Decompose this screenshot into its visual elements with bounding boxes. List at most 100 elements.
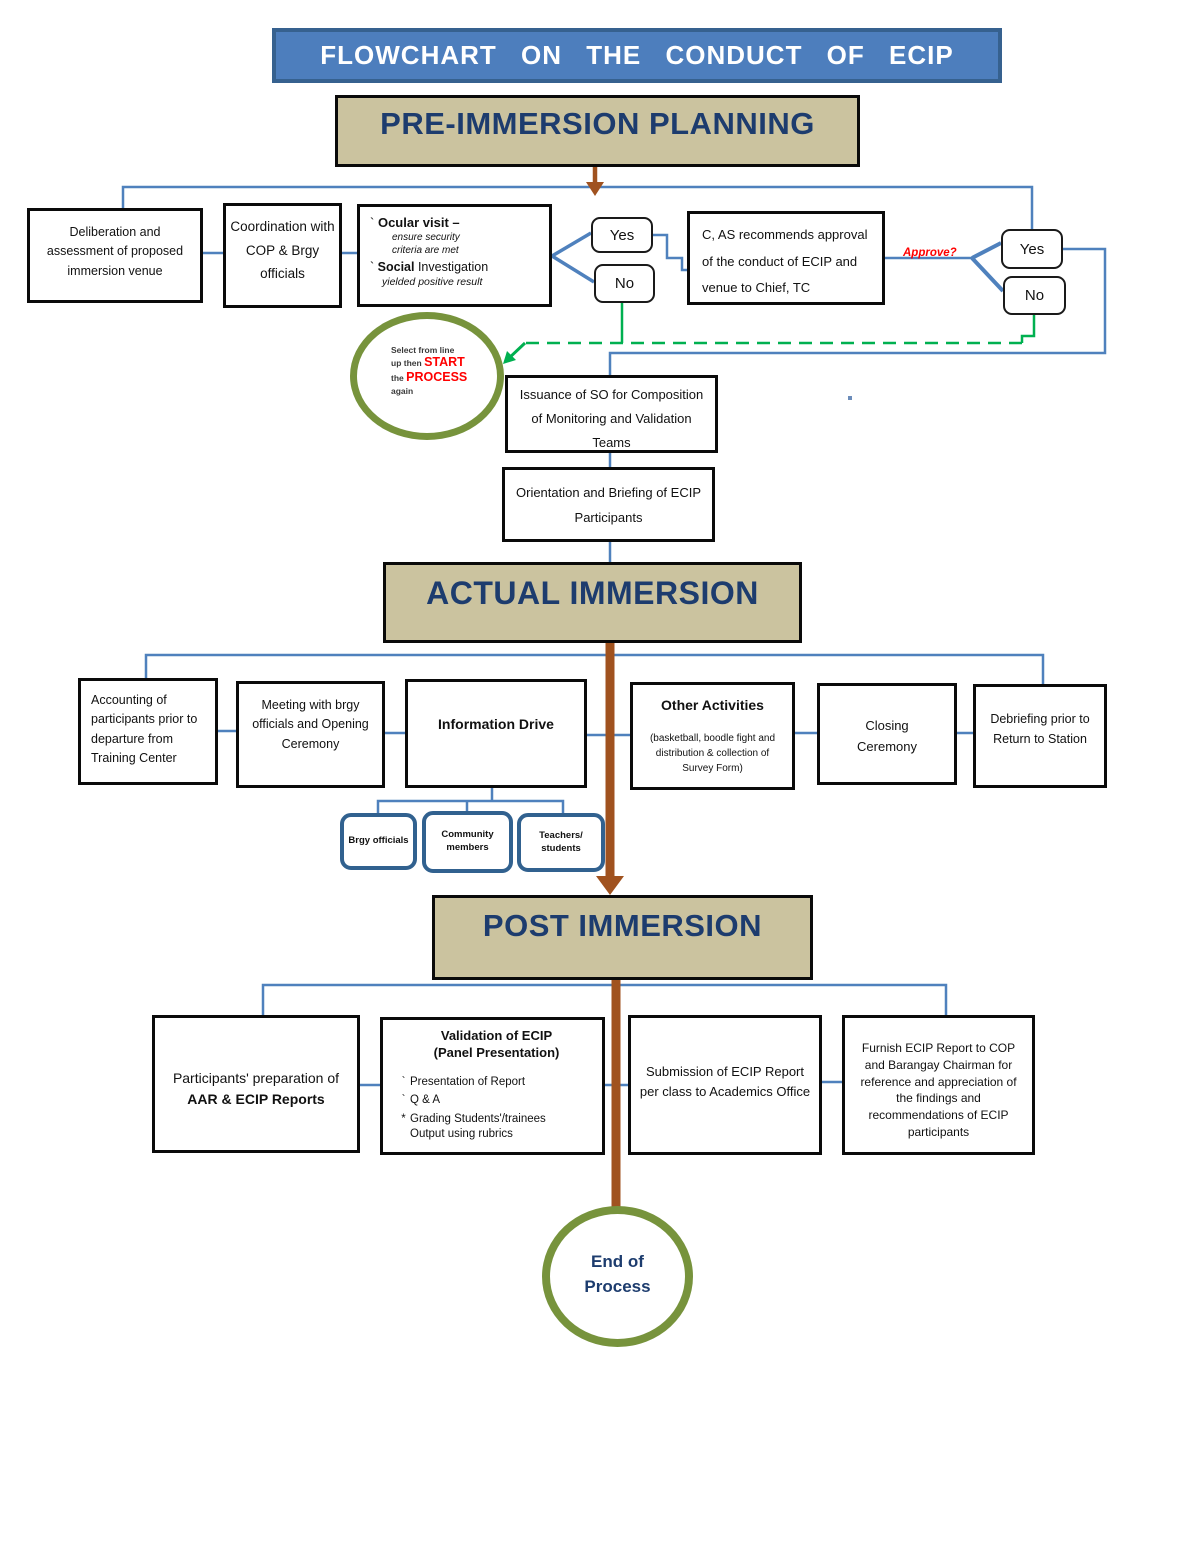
- end-line2: Process: [584, 1276, 651, 1296]
- node-furnish-report-label: Furnish ECIP Report to COP and Barangay …: [860, 1041, 1017, 1139]
- ocular-title: Ocular visit –: [377, 215, 460, 230]
- page-title-text: FLOWCHART ON THE CONDUCT OF ECIP: [320, 40, 954, 70]
- restart-line3: the PROCESS: [391, 370, 497, 386]
- node-meeting-label: Meeting with brgy officials and Opening …: [252, 698, 369, 751]
- node-information-drive-label: Information Drive: [438, 716, 554, 732]
- reject-arrowhead: [503, 351, 516, 364]
- stray-dot: [848, 396, 852, 400]
- conn-yes2-issuance: [608, 247, 1107, 375]
- end-of-process-circle: End of Process: [542, 1206, 693, 1347]
- top-bracket-line: [121, 185, 1034, 229]
- node-submission: Submission of ECIP Report per class to A…: [628, 1015, 822, 1155]
- decision2-branch-yes: [971, 241, 1002, 260]
- pre-arrowhead: [586, 182, 604, 196]
- social-title-rest: Investigation: [414, 260, 489, 275]
- conn-yes1-recommend: [653, 233, 687, 272]
- post-arrowhead: [596, 876, 624, 895]
- preparation-plain: Participants' preparation of: [172, 1070, 340, 1086]
- section-pre-immersion: PRE-IMMERSION PLANNING: [335, 95, 860, 167]
- node-coordination: Coordination with COP & Brgy officials: [223, 203, 342, 308]
- node-other-activities: Other Activities (basketball, boodle fig…: [630, 682, 795, 790]
- node-accounting-label: Accounting of participants prior to depa…: [91, 693, 198, 766]
- validation-title-line1: Validation of ECIP: [440, 1028, 553, 1043]
- restart-line2-plain: up then: [391, 358, 425, 369]
- node-debriefing: Debriefing prior to Return to Station: [973, 684, 1107, 788]
- decision1-yes: Yes: [591, 217, 653, 253]
- audience-teachers-students-label: Teachers/ students: [539, 829, 583, 854]
- ocular-line1: ` Ocular visit –: [370, 215, 545, 231]
- bullet-icon: `: [401, 1075, 406, 1088]
- decision1-no: No: [594, 264, 655, 303]
- brown-trunk: [586, 165, 624, 1210]
- green-reject-loop: [503, 303, 1036, 364]
- decision2-yes: Yes: [1001, 229, 1063, 269]
- validation-item-label: Grading Students'/trainees Output using …: [410, 1112, 546, 1141]
- node-debriefing-label: Debriefing prior to Return to Station: [990, 712, 1090, 746]
- validation-item: * Grading Students'/trainees Output usin…: [397, 1112, 596, 1143]
- validation-item: ` Q & A: [397, 1093, 596, 1109]
- social-title-bold: Social: [377, 260, 415, 275]
- node-orientation-label: Orientation and Briefing of ECIP Partici…: [516, 485, 701, 526]
- page-title: FLOWCHART ON THE CONDUCT OF ECIP: [272, 28, 1002, 83]
- bullet-icon: `: [370, 260, 375, 275]
- restart-line3-plain: the: [391, 373, 407, 384]
- decision2-yes-label: Yes: [1019, 240, 1045, 258]
- actual-row-bracket: [144, 653, 1045, 684]
- ocular-line2: ` Social Investigation: [370, 260, 545, 276]
- validation-item-label: Presentation of Report: [410, 1075, 526, 1088]
- post-row-bracket: [261, 983, 948, 1015]
- node-recommendation: C, AS recommends approval of the conduct…: [687, 211, 885, 305]
- node-furnish-report: Furnish ECIP Report to COP and Barangay …: [842, 1015, 1035, 1155]
- restart-line3-red: PROCESS: [406, 370, 468, 385]
- node-issuance: Issuance of SO for Composition of Monito…: [505, 375, 718, 453]
- node-information-drive: Information Drive: [405, 679, 587, 788]
- section-actual-immersion: ACTUAL IMMERSION: [383, 562, 802, 643]
- restart-line4: again: [391, 385, 414, 396]
- approve-question-label: Approve?: [903, 247, 957, 259]
- node-closing-ceremony-label: Closing Ceremony: [857, 718, 917, 754]
- decision2-branch-no: [970, 256, 1005, 293]
- node-issuance-label: Issuance of SO for Composition of Monito…: [519, 387, 704, 451]
- section-post-immersion-label: POST IMMERSION: [482, 908, 763, 943]
- node-closing-ceremony: Closing Ceremony: [817, 683, 957, 785]
- node-recommendation-label: C, AS recommends approval of the conduct…: [702, 227, 868, 296]
- decision1-branch-no: [551, 254, 595, 284]
- bullet-icon: `: [370, 215, 375, 230]
- decision1-branch-yes: [551, 231, 592, 258]
- preparation-bold: AAR & ECIP Reports: [187, 1091, 325, 1107]
- bullet-icon: *: [401, 1112, 406, 1125]
- no2-down-line: [1020, 315, 1036, 343]
- node-validation: Validation of ECIP (Panel Presentation) …: [380, 1017, 605, 1155]
- node-participants-preparation: Participants' preparation of AAR & ECIP …: [152, 1015, 360, 1153]
- validation-title-line2: (Panel Presentation): [433, 1044, 560, 1060]
- end-line1: End of: [591, 1252, 644, 1271]
- audience-brgy-officials: Brgy officials: [340, 813, 417, 870]
- bullet-icon: `: [401, 1094, 406, 1107]
- audience-community-members: Community members: [422, 811, 513, 873]
- audience-teachers-students: Teachers/ students: [517, 813, 605, 872]
- restart-line2-red: START: [424, 355, 465, 370]
- other-activities-title: Other Activities: [661, 697, 764, 713]
- node-meeting: Meeting with brgy officials and Opening …: [236, 681, 385, 788]
- decision2-no-label: No: [1024, 287, 1045, 304]
- node-deliberation: Deliberation and assessment of proposed …: [27, 208, 203, 303]
- audience-community-members-label: Community members: [441, 829, 494, 853]
- section-actual-immersion-label: ACTUAL IMMERSION: [426, 575, 759, 611]
- node-accounting: Accounting of participants prior to depa…: [78, 678, 218, 785]
- node-submission-label: Submission of ECIP Report per class to A…: [639, 1064, 811, 1100]
- decision2-no: No: [1003, 276, 1066, 315]
- validation-item: ` Presentation of Report: [397, 1075, 596, 1091]
- ocular-note: ensure security criteria are met: [392, 232, 460, 257]
- social-note: yielded positive result: [382, 275, 483, 288]
- restart-process-circle: Select from line up then START the PROCE…: [350, 312, 504, 440]
- restart-line1: Select from line: [391, 345, 455, 355]
- validation-item-label: Q & A: [410, 1094, 441, 1107]
- other-activities-note: (basketball, boodle fight and distributi…: [649, 732, 776, 774]
- decision1-yes-label: Yes: [609, 226, 635, 244]
- node-coordination-label: Coordination with COP & Brgy officials: [230, 219, 335, 282]
- section-pre-immersion-label: PRE-IMMERSION PLANNING: [380, 106, 815, 141]
- section-post-immersion: POST IMMERSION: [432, 895, 813, 980]
- audience-bracket: [376, 799, 565, 815]
